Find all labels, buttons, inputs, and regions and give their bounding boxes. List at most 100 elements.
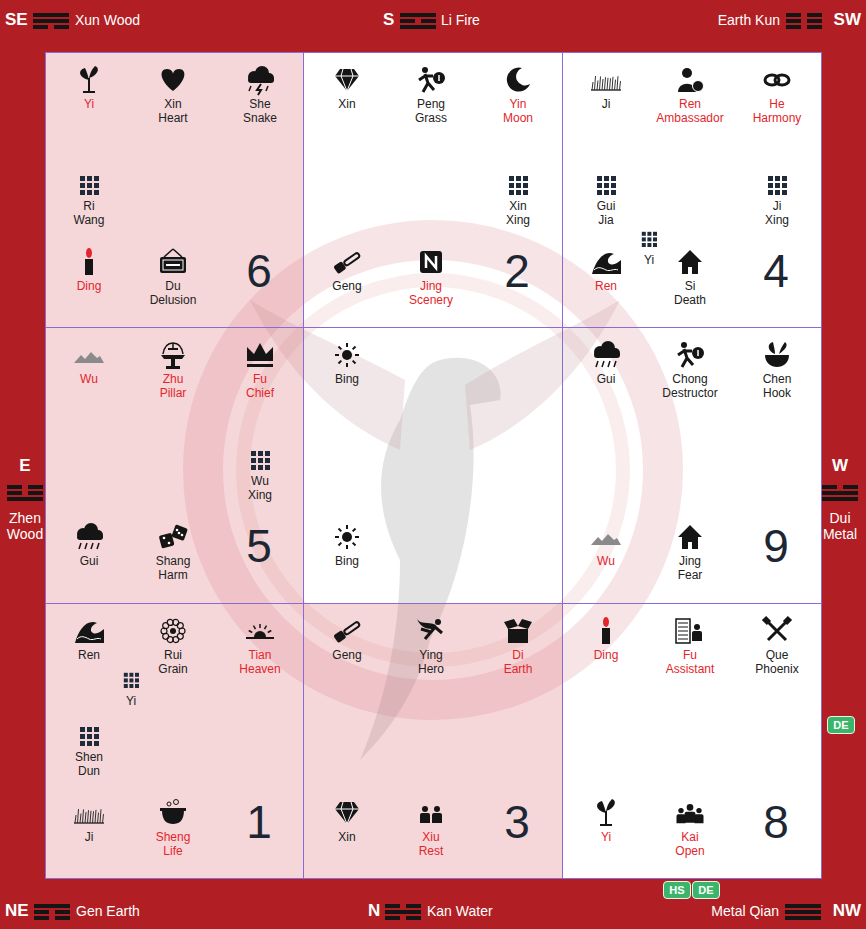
trigram-symbol: [33, 13, 69, 29]
direction-label: NE: [5, 901, 29, 921]
palace-text: Yi: [126, 694, 136, 708]
palace-text: Xin: [338, 97, 355, 111]
closed-icon: [157, 247, 189, 277]
box-icon: [502, 616, 534, 646]
house-icon: [674, 247, 706, 277]
badge-text: HS: [669, 884, 684, 896]
palace-box: BingBing: [303, 327, 563, 604]
sun-icon: [331, 522, 363, 552]
badge: DE: [827, 716, 854, 734]
palace-text: Ri Wang: [74, 199, 105, 227]
person-icon: [674, 65, 706, 95]
wave-icon: [73, 616, 105, 646]
palace-text: Xin Xing: [506, 199, 530, 227]
trigram-name: Kan Water: [427, 903, 493, 919]
trigram-name: Xun Wood: [75, 12, 140, 28]
palace-text: Xin Heart: [158, 97, 187, 125]
palace-text: Gui: [80, 554, 99, 568]
grid-icon: [595, 174, 617, 196]
palace-text: Du Delusion: [150, 279, 197, 307]
fountain-icon: [157, 340, 189, 370]
grain-icon: [157, 616, 189, 646]
palace-text: She Snake: [243, 97, 277, 125]
palace-box: GengYing HeroDi EarthXinXiu Rest3: [303, 603, 563, 879]
palace-text: Gui: [597, 372, 616, 386]
palace-text: Wu: [80, 372, 98, 386]
palace-text: Geng: [332, 648, 361, 662]
wave-icon: [590, 247, 622, 277]
palace-text: Chong Destructor: [662, 372, 717, 400]
palace-text: Jing Scenery: [409, 279, 453, 307]
direction-label: SE: [5, 10, 28, 30]
palace-text: Que Phoenix: [755, 648, 798, 676]
palace-number: 1: [246, 799, 272, 845]
palace-box: RenRui GrainTian HeavenYiShen DunJiSheng…: [45, 603, 304, 879]
sprout-icon: [73, 65, 105, 95]
trigram-symbol: [34, 904, 70, 920]
grid-icon: [120, 669, 142, 691]
rain-icon: [73, 522, 105, 552]
palace-text: Fu Assistant: [666, 648, 715, 676]
palace-text: Rui Grain: [158, 648, 187, 676]
crown-icon: [244, 340, 276, 370]
hero-icon: [415, 616, 447, 646]
rings-icon: [761, 65, 793, 95]
sunrise-icon: [244, 616, 276, 646]
palace-number: 5: [246, 523, 272, 569]
trigram-name: Metal Qian: [711, 903, 779, 919]
palace-number: 3: [504, 799, 530, 845]
palace-text: Si Death: [674, 279, 706, 307]
rain-icon: [590, 340, 622, 370]
badge: DE: [692, 881, 719, 899]
grid-icon: [78, 174, 100, 196]
palace-text: Yin Moon: [503, 97, 533, 125]
candle-icon: [73, 247, 105, 277]
swords-icon: [761, 616, 793, 646]
palace-box: JiRen AmbassadorHe HarmonyGui JiaJi Xing…: [562, 52, 822, 328]
direction-label: S: [383, 10, 394, 30]
badge: HS: [663, 881, 690, 899]
storm-icon: [244, 65, 276, 95]
runner-icon: [674, 340, 706, 370]
grid-icon: [249, 449, 271, 471]
trigram-name: Li Fire: [441, 12, 480, 28]
palace-box: GuiChong DestructorChen HookWuJing Fear9: [562, 327, 822, 604]
candle-icon: [590, 616, 622, 646]
palace-box: DingFu AssistantQue PhoenixYiKai Open8: [562, 603, 822, 879]
direction-label: N: [368, 901, 380, 921]
palace-text: Bing: [335, 372, 359, 386]
team-icon: [674, 798, 706, 828]
saw-icon: [331, 247, 363, 277]
heart-icon: [157, 65, 189, 95]
palace-text: Shen Dun: [75, 750, 103, 778]
palace-text: Yi: [84, 97, 94, 111]
palace-text: Jing Fear: [678, 554, 703, 582]
grass-icon: [73, 798, 105, 828]
palace-text: Yi: [601, 830, 611, 844]
palace-text: Ding: [77, 279, 102, 293]
palace-number: 4: [763, 248, 789, 294]
grass-icon: [590, 65, 622, 95]
palace-text: Ren: [78, 648, 100, 662]
assistant-icon: [674, 616, 706, 646]
grid-icon: [638, 228, 660, 250]
palace-text: Di Earth: [504, 648, 533, 676]
people-icon: [415, 798, 447, 828]
badge-text: DE: [833, 719, 848, 731]
trigram-symbol: [786, 13, 822, 29]
palace-text: Xin: [338, 830, 355, 844]
mountain-icon: [73, 340, 105, 370]
house-icon: [674, 522, 706, 552]
palace-text: Ren: [595, 279, 617, 293]
direction-label: NW: [833, 901, 861, 921]
runner-icon: [415, 65, 447, 95]
palace-box: WuZhu PillarFu ChiefWu XingGuiShang Harm…: [45, 327, 304, 604]
badge-text: DE: [698, 884, 713, 896]
palace-text: Kai Open: [675, 830, 704, 858]
palace-text: Xiu Rest: [419, 830, 444, 858]
grid-icon: [78, 725, 100, 747]
palace-text: Ji: [602, 97, 611, 111]
trigram-symbol: [385, 904, 421, 920]
nsign-icon: [415, 247, 447, 277]
